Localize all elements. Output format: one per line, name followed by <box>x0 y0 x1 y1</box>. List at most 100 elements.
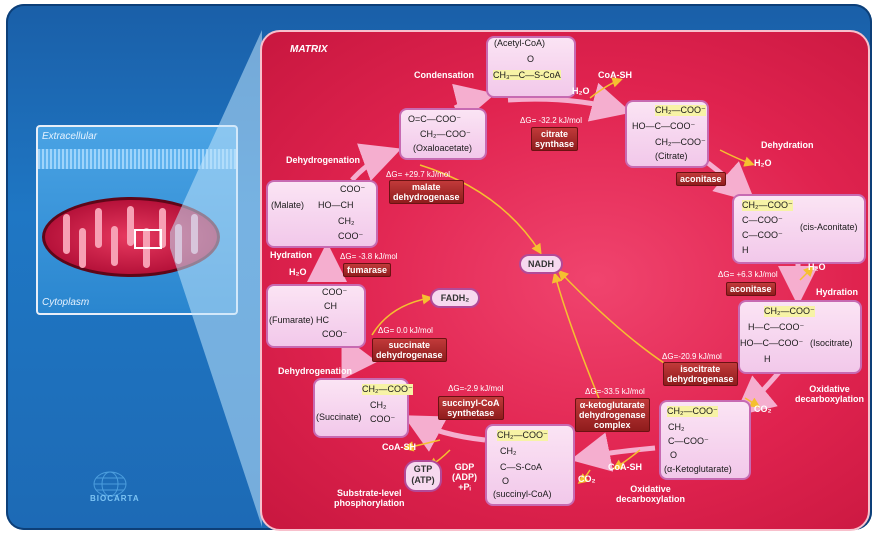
malate-line4: COO⁻ <box>338 231 364 241</box>
oxidative-decarb-bottom-label: Oxidative decarboxylation <box>616 484 686 504</box>
succinate-line2: CH₂ <box>370 400 387 410</box>
malate-line2: HO—CH <box>318 200 354 210</box>
malate-dh-enzyme: malate dehydrogenase <box>389 180 464 204</box>
citrate-line2: HO—C—COO⁻ <box>632 121 696 131</box>
citrate-name: (Citrate) <box>655 151 688 161</box>
aconitase-dg: ΔG= +6.3 kJ/mol <box>718 270 778 279</box>
isocitrate-line4: H <box>764 354 771 364</box>
succinylcoa-synthetase-dg: ΔG=-2.9 kJ/mol <box>448 384 504 393</box>
citrate-synthase-dg: ΔG= -32.2 kJ/mol <box>520 116 583 125</box>
succinyl-coa-line3: C—S-CoA <box>500 462 543 472</box>
citrate-line1: CH₂—COO⁻ <box>655 105 706 116</box>
fumarate-name: (Fumarate) <box>269 315 314 325</box>
succinyl-coa-line1: CH₂—COO⁻ <box>497 430 548 441</box>
fumarate-line4: COO⁻ <box>322 329 348 339</box>
crista <box>159 208 166 248</box>
co2-bottom: CO₂ <box>578 474 596 484</box>
crista <box>127 206 134 246</box>
succinyl-coa-line2: CH₂ <box>500 446 517 456</box>
cis-aconitate-line4: H <box>742 245 749 255</box>
isocitrate-dh-enzyme: isocitrate dehydrogenase <box>663 362 738 386</box>
malate-box <box>266 180 378 248</box>
hydration-right-label: Hydration <box>816 287 859 297</box>
crista <box>111 226 118 266</box>
cis-aconitate-line3: C—COO⁻ <box>742 230 783 240</box>
cis-aconitate-line2: C—COO⁻ <box>742 215 783 225</box>
crista <box>95 208 102 248</box>
fumarase-dg: ΔG= -3.8 kJ/mol <box>340 252 398 261</box>
cytoplasm-label: Cytoplasm <box>42 297 90 308</box>
succinyl-coa-name: (succinyl-CoA) <box>493 489 552 499</box>
co2-right: CO₂ <box>754 404 772 414</box>
h2o-left: H₂O <box>289 267 307 277</box>
gtp-pill: GTP (ATP) <box>404 460 442 492</box>
malate-line1: COO⁻ <box>340 184 366 194</box>
isocitrate-dh-dg: ΔG=-20.9 kJ/mol <box>662 352 722 361</box>
citrate-line3: CH₂—COO⁻ <box>655 137 706 147</box>
oxaloacetate-box <box>399 108 487 160</box>
succinate-dh-enzyme: succinate dehydrogenase <box>372 338 447 362</box>
malate-line3: CH₂ <box>338 216 355 226</box>
succinate-name: (Succinate) <box>316 412 362 422</box>
succinylcoa-synthetase-enzyme: succinyl-CoA synthetase <box>438 396 504 420</box>
acetyl-coa-line1: O <box>527 54 535 64</box>
condensation-label: Condensation <box>414 70 474 80</box>
succinyl-coa-line4: O <box>502 476 510 486</box>
ketoglutarate-line2: CH₂ <box>668 422 685 432</box>
malate-dh-dg: ΔG= +29.7 kJ/mol <box>386 170 451 179</box>
coash-top: CoA-SH <box>598 70 632 80</box>
cis-aconitate-line1: CH₂—COO⁻ <box>742 200 793 211</box>
oxaloacetate-line1: O=C—COO⁻ <box>408 114 462 124</box>
isocitrate-line3: HO—C—COO⁻ <box>740 338 804 348</box>
succinate-dh-dg: ΔG= 0.0 kJ/mol <box>378 326 433 335</box>
aconitase-enzyme-1: aconitase <box>676 172 726 186</box>
crista <box>63 214 70 254</box>
h2o-dehydration: H₂O <box>754 158 772 168</box>
akg-dh-enzyme: α-ketoglutarate dehydrogenase complex <box>575 398 650 432</box>
malate-name: (Malate) <box>271 200 305 210</box>
zoom-box <box>134 229 162 249</box>
fumarate-line1: COO⁻ <box>322 287 348 297</box>
gdp-label: GDP (ADP) +Pᵢ <box>452 462 477 492</box>
ketoglutarate-line4: O <box>670 450 678 460</box>
oxaloacetate-line2: CH₂—COO⁻ <box>420 129 471 139</box>
coash-bottom: CoA-SH <box>608 462 642 472</box>
dehydrogenation-left-label: Dehydrogenation <box>278 366 353 376</box>
hydration-left-label: Hydration <box>270 250 313 260</box>
fumarate-line3: HC <box>316 315 329 325</box>
isocitrate-line1: CH₂—COO⁻ <box>764 306 815 317</box>
coash-left: CoA-SH <box>382 442 416 452</box>
fumarate-line2: CH <box>324 301 337 311</box>
biocarta-logo-text: BIOCARTA <box>90 494 140 503</box>
isocitrate-name: (Isocitrate) <box>810 338 853 348</box>
acetyl-coa-box <box>486 36 576 98</box>
cell-membrane <box>38 149 236 169</box>
ketoglutarate-line1: CH₂—COO⁻ <box>667 406 718 417</box>
matrix-label: MATRIX <box>290 44 328 55</box>
fumarate-box <box>266 284 366 348</box>
acetyl-coa-name: (Acetyl-CoA) <box>494 38 546 48</box>
biocarta-logo-globe <box>93 471 127 497</box>
dehydrogenation-top-label: Dehydrogenation <box>286 155 361 165</box>
dehydration-label: Dehydration <box>761 140 814 150</box>
h2o-top: H₂O <box>572 86 590 96</box>
succinate-line3: COO⁻ <box>370 414 396 424</box>
succinate-line1: CH₂—COO⁻ <box>362 384 413 395</box>
akg-dh-dg: ΔG=-33.5 kJ/mol <box>585 387 645 396</box>
substrate-level-label: Substrate-level phosphorylation <box>334 488 405 508</box>
fadh2-pill: FADH₂ <box>430 288 480 308</box>
ketoglutarate-line3: C—COO⁻ <box>668 436 709 446</box>
oxidative-decarb-right-label: Oxidative decarboxylation <box>795 384 865 404</box>
oxaloacetate-name: (Oxaloacetate) <box>413 143 473 153</box>
extracellular-label: Extracellular <box>42 131 98 142</box>
acetyl-coa-line2: CH₃—C—S-CoA <box>493 70 561 80</box>
citrate-synthase-enzyme: citrate synthase <box>531 127 579 151</box>
crista <box>79 228 86 268</box>
h2o-hydration: H₂O <box>808 262 826 272</box>
fumarase-enzyme: fumarase <box>343 263 392 277</box>
ketoglutarate-name: (α-Ketoglutarate) <box>664 464 732 474</box>
cis-aconitate-name: (cis-Aconitate) <box>800 222 858 232</box>
